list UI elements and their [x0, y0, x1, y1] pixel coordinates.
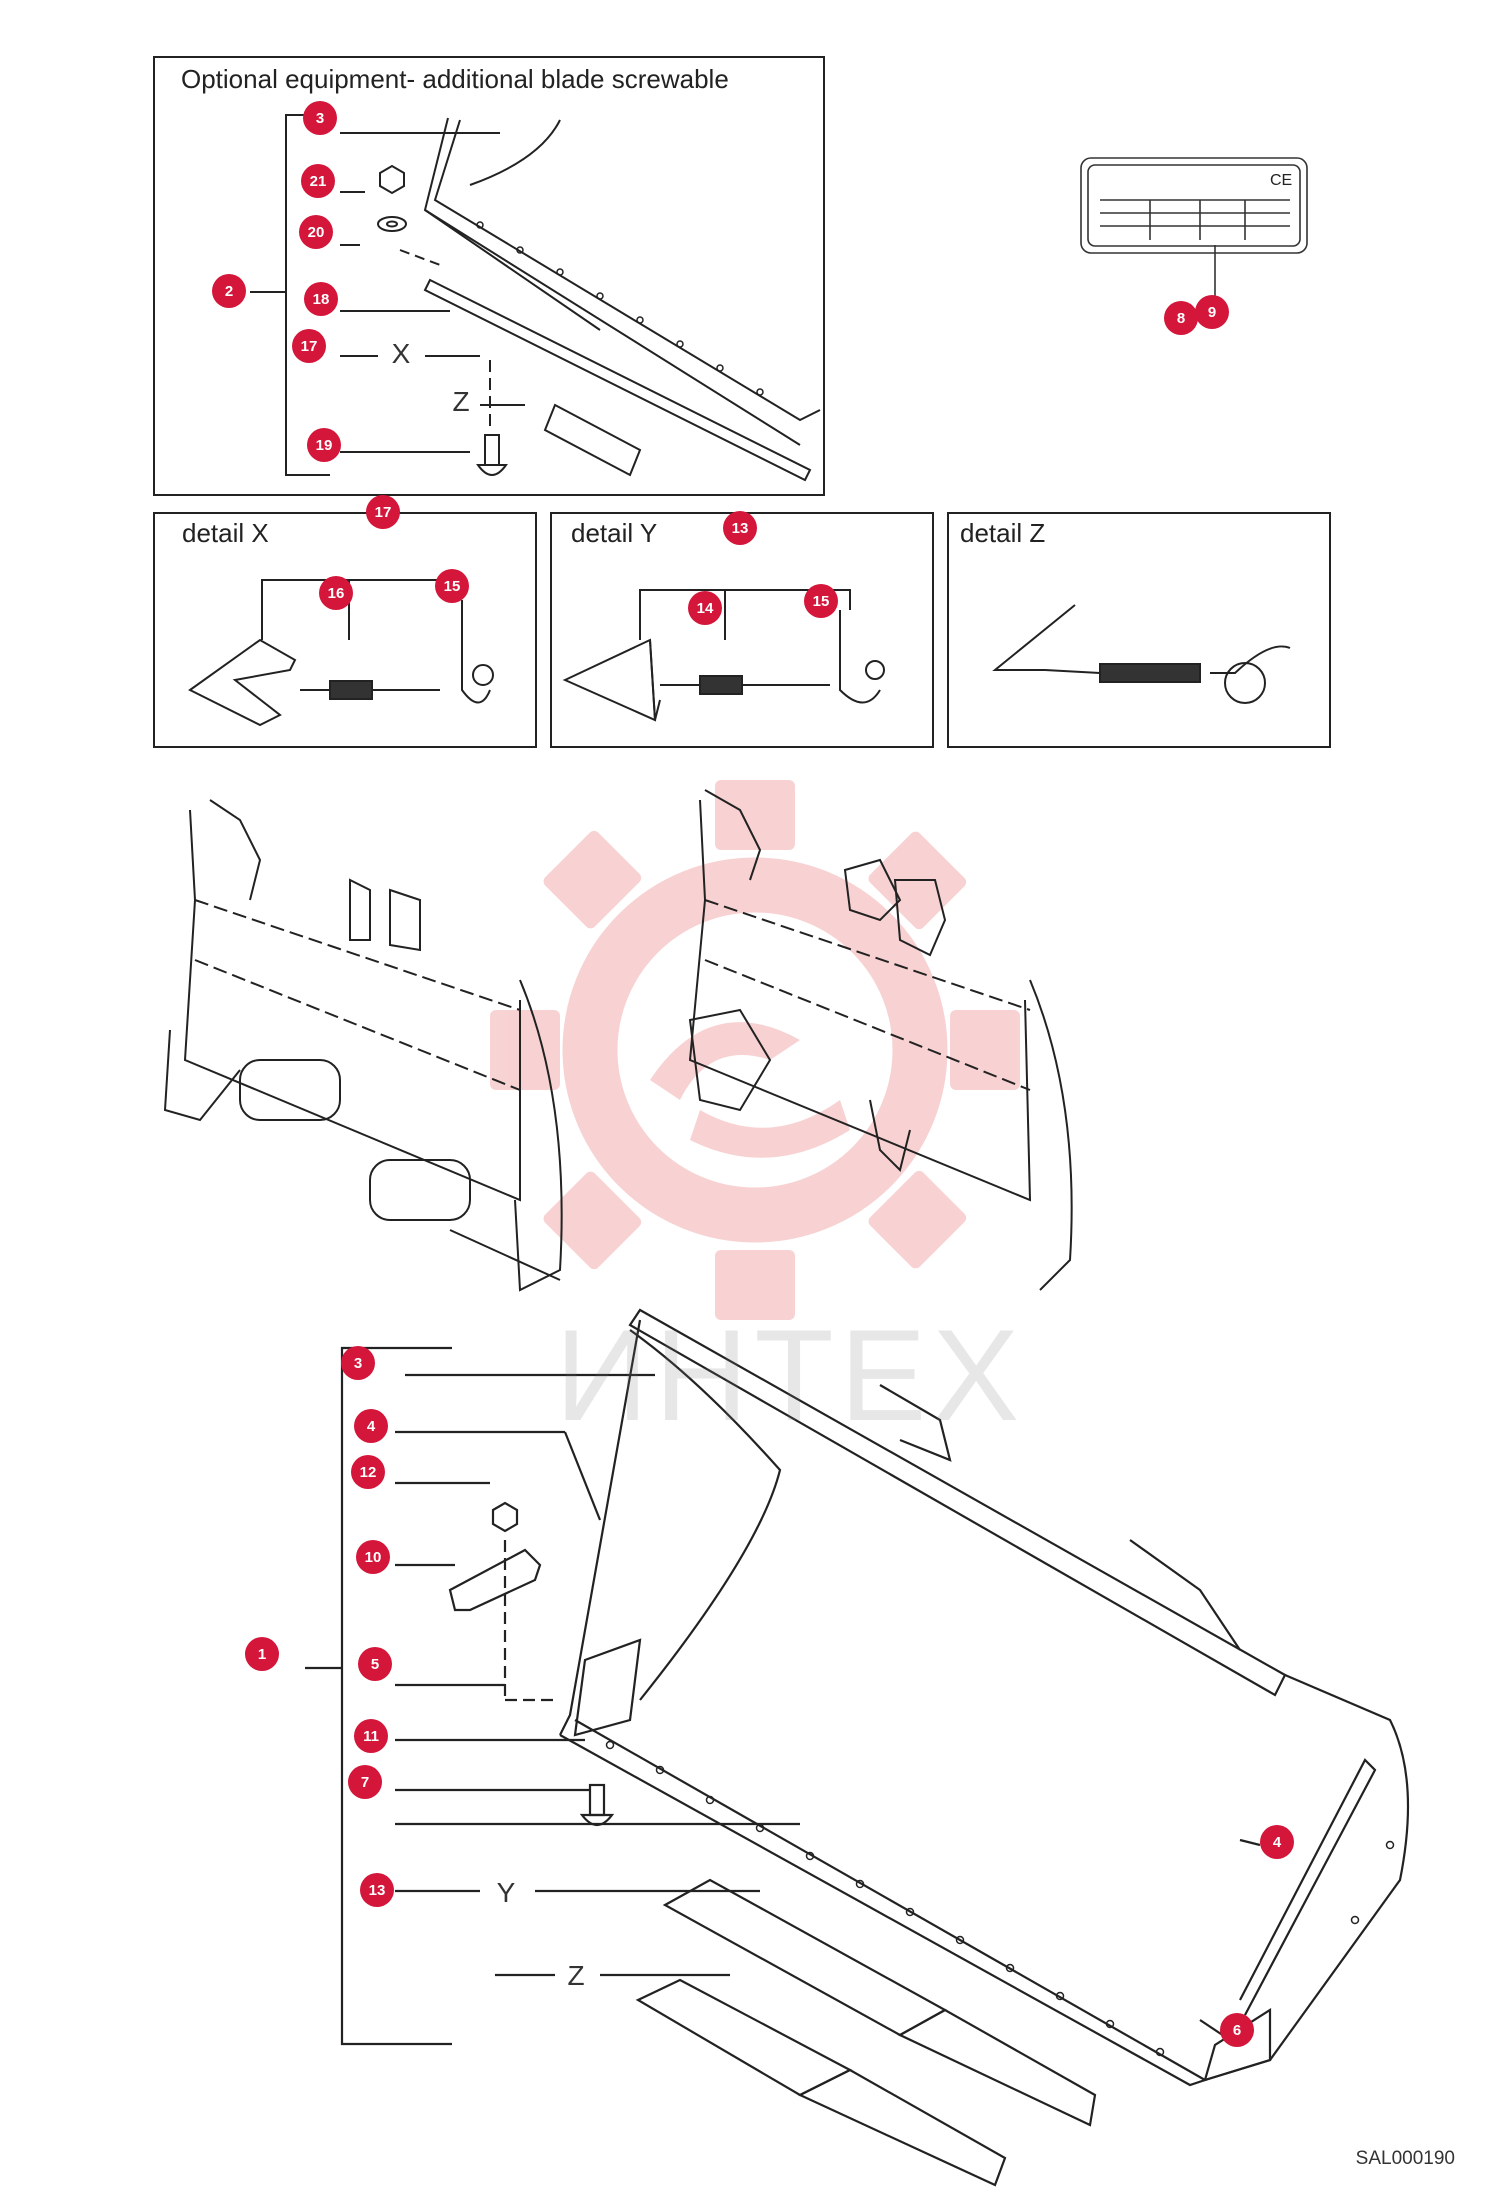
callout-4-right[interactable]: 4 — [1260, 1825, 1294, 1859]
detail-x-title: detail X — [182, 518, 269, 548]
ref-letter-z-bucket: Z — [567, 1960, 585, 1991]
callout-6[interactable]: 6 — [1220, 2013, 1254, 2047]
ref-letter-x: X — [391, 338, 411, 369]
callout-19[interactable]: 19 — [307, 428, 341, 462]
callout-15-detail-x[interactable]: 15 — [435, 569, 469, 603]
callout-12[interactable]: 12 — [351, 1455, 385, 1489]
callout-3-bucket[interactable]: 3 — [341, 1346, 375, 1380]
callout-2[interactable]: 2 — [212, 274, 246, 308]
callout-14[interactable]: 14 — [688, 591, 722, 625]
callout-17-detail-x[interactable]: 17 — [366, 495, 400, 529]
watermark-text: ИНТЕХ — [555, 1302, 1026, 1448]
callout-4-left[interactable]: 4 — [354, 1409, 388, 1443]
callout-11[interactable]: 11 — [354, 1719, 388, 1753]
callout-10[interactable]: 10 — [356, 1540, 390, 1574]
ref-letter-z: Z — [452, 386, 470, 417]
detail-z-panel — [947, 512, 1331, 748]
callout-17-top[interactable]: 17 — [292, 329, 326, 363]
coupler-frames-drawing — [163, 789, 1073, 1292]
detail-y-title: detail Y — [571, 518, 658, 548]
callout-9[interactable]: 9 — [1195, 295, 1229, 329]
callout-15-detail-y[interactable]: 15 — [804, 584, 838, 618]
optional-equipment-panel — [153, 56, 825, 496]
callout-1[interactable]: 1 — [245, 1637, 279, 1671]
watermark-gear-icon — [490, 780, 1020, 1320]
callout-8[interactable]: 8 — [1164, 301, 1198, 335]
callout-13-bucket[interactable]: 13 — [360, 1873, 394, 1907]
callout-21[interactable]: 21 — [301, 164, 335, 198]
svg-text:CE: CE — [1270, 172, 1292, 189]
ref-letter-y: Y — [496, 1877, 516, 1908]
callout-3-top[interactable]: 3 — [303, 101, 337, 135]
callout-18[interactable]: 18 — [304, 282, 338, 316]
drawing-code: SAL000190 — [1355, 2148, 1455, 2169]
detail-x-panel — [153, 512, 537, 748]
callout-5[interactable]: 5 — [358, 1647, 392, 1681]
callout-7[interactable]: 7 — [348, 1765, 382, 1799]
nameplate-drawing: CE — [1080, 157, 1308, 310]
callout-16[interactable]: 16 — [319, 576, 353, 610]
detail-y-panel — [550, 512, 934, 748]
detail-z-title: detail Z — [960, 518, 1046, 548]
callout-20[interactable]: 20 — [299, 215, 333, 249]
optional-equipment-title: Optional equipment- additional blade scr… — [181, 64, 729, 94]
bucket-drawing — [305, 1308, 1410, 2187]
callout-13-detail-y[interactable]: 13 — [723, 511, 757, 545]
